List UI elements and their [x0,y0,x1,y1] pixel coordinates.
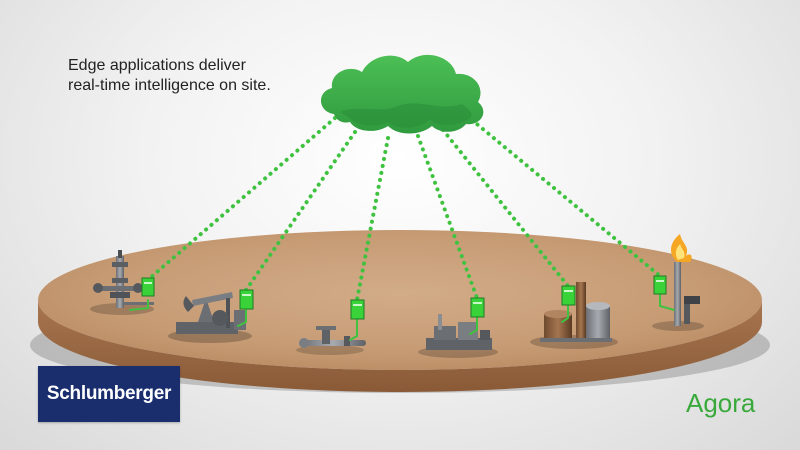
link-wellhead [148,116,337,280]
link-pipeline [355,136,390,302]
compressor-icon [418,314,498,358]
caption-line-2: real-time intelligence on site. [68,77,271,94]
edge-device-icon [653,275,675,311]
edge-device-icon [349,299,365,341]
edge-device-icon [237,289,254,327]
pumpjack-icon [168,292,252,343]
logo-text: Schlumberger [46,383,172,404]
caption-text: Edge applications deliver real-time inte… [68,56,328,96]
schlumberger-logo: Schlumberger [38,366,180,422]
pipeline-valve-icon [296,326,366,355]
connection-links [148,116,662,302]
cloud-icon [320,54,484,134]
edge-device-icon [561,285,576,323]
edge-device-icon [469,297,485,335]
edge-device-icon [129,277,155,311]
flare-stack-icon [652,234,704,331]
link-compressor [416,134,479,300]
agora-brand: Agora [686,388,756,418]
edge-devices [129,275,675,341]
wellhead-icon [90,250,154,315]
caption-line-1: Edge applications deliver [68,57,246,74]
link-tanks [441,128,570,288]
link-flare [470,118,662,278]
